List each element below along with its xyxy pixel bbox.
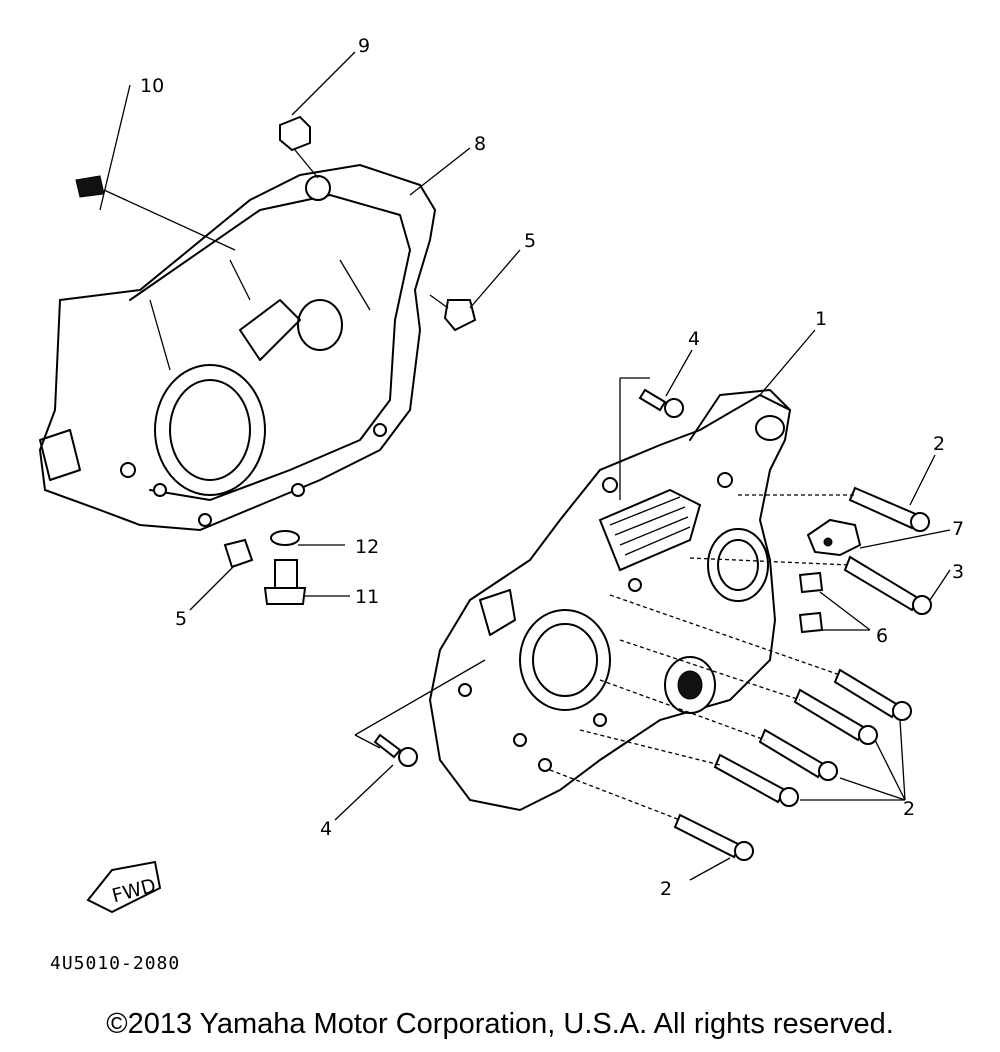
bracket-part-7 — [806, 518, 862, 557]
dowel-part-5-upper — [429, 294, 477, 332]
callout-9: 9 — [358, 35, 370, 57]
right-crankcase — [428, 389, 792, 812]
callout-2-top: 2 — [933, 433, 945, 455]
callout-labels: 1 2 2 2 3 4 4 5 5 6 7 8 9 10 11 12 — [140, 35, 964, 900]
drain-bolt-part-11 — [263, 559, 307, 605]
bolts — [373, 388, 932, 861]
callout-4-bottom: 4 — [320, 818, 332, 840]
leader-lines — [99, 51, 951, 881]
callout-5-bottom: 5 — [175, 608, 187, 630]
copyright-notice: ©2013 Yamaha Motor Corporation, U.S.A. A… — [106, 1008, 894, 1040]
callout-2-bottom: 2 — [660, 878, 672, 900]
callout-3: 3 — [952, 561, 964, 583]
dowel-part-6-b — [798, 611, 824, 634]
callout-1: 1 — [815, 308, 827, 330]
callout-5-top: 5 — [524, 230, 536, 252]
fwd-arrow: FWD — [86, 860, 162, 914]
diagram-part-code: 4U5010-2080 — [50, 953, 181, 974]
callout-7: 7 — [952, 518, 964, 540]
callout-8: 8 — [474, 133, 486, 155]
dowel-part-6-a — [798, 571, 824, 594]
callout-2-right: 2 — [903, 798, 915, 820]
callout-4-top: 4 — [688, 328, 700, 350]
stud-part-10 — [75, 175, 236, 251]
callout-12: 12 — [355, 536, 379, 558]
callout-10: 10 — [140, 75, 164, 97]
callout-11: 11 — [355, 586, 379, 608]
washer-part-12 — [270, 530, 300, 546]
left-crankcase — [38, 163, 437, 532]
plug-part-9 — [279, 115, 319, 179]
dowel-part-5-lower — [223, 538, 254, 569]
callout-6: 6 — [876, 625, 888, 647]
